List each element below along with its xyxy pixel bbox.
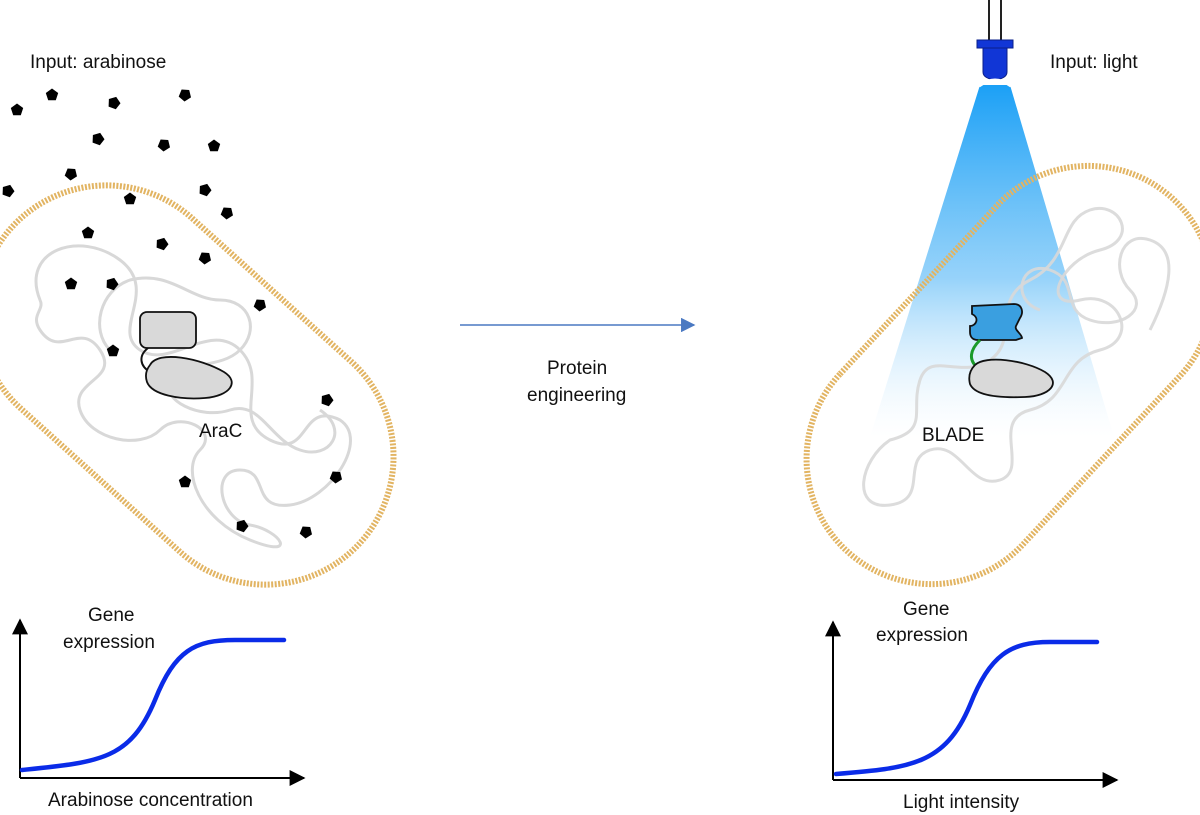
plot-ylabel-line1: Gene xyxy=(903,599,949,620)
pentagon-molecule-icon xyxy=(2,184,15,198)
engineering-step: Protein engineering xyxy=(460,317,696,406)
arac-protein xyxy=(139,311,233,400)
pentagon-molecule-icon xyxy=(329,471,342,484)
pentagon-molecule-icon xyxy=(108,96,121,110)
light-response-plot: Gene expression Light intensity xyxy=(825,599,1119,813)
plot-ylabel-line2: expression xyxy=(876,625,968,646)
plot-xlabel: Arabinose concentration xyxy=(48,790,253,811)
pentagon-molecule-icon xyxy=(106,277,119,291)
pentagon-molecule-icon xyxy=(207,139,221,152)
arac-cell: AraC xyxy=(0,182,397,588)
pentagon-molecule-icon xyxy=(64,168,77,181)
dna-loop xyxy=(34,244,352,549)
sigmoid-curve-icon xyxy=(19,637,287,773)
pentagon-molecule-icon xyxy=(253,299,266,312)
pentagon-molecule-icon xyxy=(199,183,212,197)
pentagon-molecule-icon xyxy=(220,207,233,220)
plot-ylabel-line1: Gene xyxy=(88,605,134,626)
pentagon-molecule-icon xyxy=(81,226,95,239)
blade-cell: BLADE xyxy=(803,162,1200,588)
pentagon-molecule-icon xyxy=(178,475,192,488)
blade-dna-binding-domain xyxy=(968,358,1054,399)
pentagon-molecule-icon xyxy=(92,132,105,146)
arac-dna-binding-domain xyxy=(145,356,233,400)
led-glow xyxy=(978,78,1012,88)
light-input-label: Input: light xyxy=(1050,52,1138,73)
pentagon-molecule-icon xyxy=(123,192,137,205)
pentagon-molecule-icon xyxy=(198,252,211,265)
led-rim xyxy=(976,39,1014,49)
sigmoid-curve-icon xyxy=(833,639,1100,777)
arabinose-input-label: Input: arabinose xyxy=(30,52,166,73)
pentagon-molecule-icon xyxy=(236,519,249,533)
blade-light-domain xyxy=(969,303,1023,341)
arabinose-molecules xyxy=(2,88,342,539)
arrow-label-line2: engineering xyxy=(527,385,626,406)
pentagon-molecule-icon xyxy=(156,237,169,251)
pentagon-molecule-icon xyxy=(106,344,120,357)
pentagon-molecule-icon xyxy=(10,103,24,116)
blade-protein xyxy=(968,303,1054,399)
arrow-label-line1: Protein xyxy=(547,358,607,379)
led-bulb xyxy=(982,47,1008,80)
blade-label: BLADE xyxy=(922,425,984,446)
pentagon-molecule-icon xyxy=(64,277,78,290)
pentagon-molecule-icon xyxy=(299,526,312,539)
pentagon-molecule-icon xyxy=(321,393,334,407)
light-beam xyxy=(870,85,1114,437)
dna-loop xyxy=(1020,236,1171,331)
plot-xlabel: Light intensity xyxy=(903,792,1020,813)
plot-ylabel-line2: expression xyxy=(63,632,155,653)
right-panel: BLADE Input: light Gene expression Light… xyxy=(803,0,1200,813)
left-panel: Input: arabinose AraC Gene expression Ar… xyxy=(0,52,397,811)
arac-label: AraC xyxy=(199,421,242,442)
arabinose-response-plot: Gene expression Arabinose concentration xyxy=(12,605,306,811)
led-icon xyxy=(976,0,1014,88)
pentagon-molecule-icon xyxy=(157,139,170,152)
arac-sensor-domain xyxy=(139,311,197,349)
pentagon-molecule-icon xyxy=(178,89,191,102)
pentagon-molecule-icon xyxy=(45,88,59,101)
